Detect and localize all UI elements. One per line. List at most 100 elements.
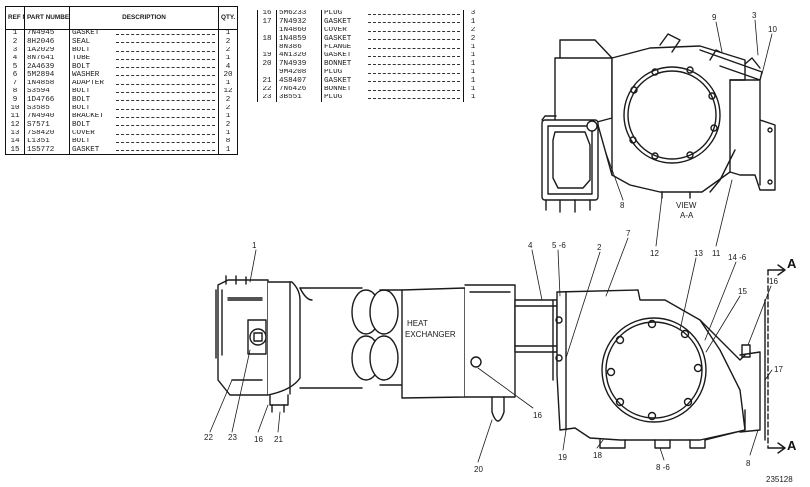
ref-no-cell: 19 [257,51,277,61]
description-cell: BRACKET [69,112,219,122]
part-number-cell: 2A4639 [24,63,70,72]
description-cell: GASKET [321,51,464,61]
part-number-cell: 7S8420 [24,129,70,138]
ref-no-cell [257,26,277,36]
quantity-cell: 1 [225,54,231,63]
callout-16-middle: 16 [533,411,542,420]
parts-list-left: REF NO. PART NUMBER DESCRIPTION QTY. 17N… [5,6,238,156]
view-sub-label: A-A [680,211,694,220]
ref-no-cell: 11 [5,112,25,122]
description-cell: PLUG [321,68,464,78]
part-number-cell: 8N386 [276,43,322,52]
section-mark-bottom: A [787,438,797,453]
part-number-cell: 4S8407 [276,77,322,86]
quantity-cell: 1 [225,129,231,137]
quantity-cell: 12 [223,88,233,96]
ref-no-cell [257,43,277,52]
callout-1: 1 [252,241,257,250]
left-header [267,281,301,413]
header-part-number: PART NUMBER [24,6,70,30]
quantity-cell: 1 [470,18,476,26]
quantity-cell: 2 [225,46,231,54]
callout-16-left: 16 [254,435,263,444]
view-a-a-housing [541,33,776,213]
description-cell: BOLT [69,96,219,105]
part-number-cell: 8N7641 [24,54,70,64]
part-number-cell: 7N6426 [276,85,322,94]
part-number-cell: S3585 [24,104,70,113]
ref-no-cell: 21 [257,77,277,86]
description-cell: GASKET [321,35,464,44]
quantity-cell: 2 [470,35,476,43]
description-cell: BOLT [69,88,219,97]
callout-23: 23 [228,433,237,442]
ref-no-cell: 1 [5,29,25,39]
ref-no-cell: 15 [5,146,25,155]
callout-4: 4 [528,241,533,250]
callout-11: 11 [712,249,721,258]
callout-16-right: 16 [769,277,778,286]
ref-no-cell: 23 [257,93,277,103]
description-cell: BOLT [69,137,219,147]
description-cell: BONNET [321,60,464,69]
description-cell: BOLT [69,63,219,72]
callout-22: 22 [204,433,213,442]
ref-no-cell: 4 [5,54,25,64]
callout-19: 19 [558,453,567,462]
ref-no-cell: 7 [5,79,25,89]
part-number-cell: 1A2029 [24,46,70,55]
part-number-cell: 7N4939 [276,60,322,69]
description-cell: TUBE [69,54,219,64]
section-mark-top: A [787,256,797,271]
ref-no-cell: 20 [257,60,277,69]
callout-7: 7 [626,229,631,238]
leader-lines [209,19,773,463]
main-assembly-labels: HEAT EXCHANGER A A 1 4 5 -6 2 7 13 14 -6… [204,229,797,484]
callout-12: 12 [650,249,659,258]
part-number-cell: 7N4932 [276,18,322,27]
callout-5-6: 5 -6 [552,241,566,250]
part-number-cell: L1351 [24,137,70,147]
ref-no-cell: 10 [5,104,25,113]
description-cell: WASHER [69,71,219,80]
callout-10: 10 [768,25,777,34]
quantity-cell: 1 [470,68,476,77]
heat-exchanger-label-1: HEAT [407,319,428,328]
part-number-cell: 3B551 [276,93,322,103]
quantity-cell: 8 [225,137,231,146]
left-bonnet [215,275,269,396]
part-number-cell: 1N4858 [24,79,70,89]
part-number-cell: S7571 [24,121,70,130]
quantity-cell: 1 [470,85,476,93]
part-number-cell: S3594 [24,88,70,97]
callout-17: 17 [774,365,783,374]
quantity-cell: 1 [470,43,476,51]
description-cell: COVER [69,129,219,138]
ref-no-cell: 14 [5,137,25,147]
ref-no-cell: 16 [257,10,277,19]
callout-14-6: 14 -6 [728,253,747,262]
quantity-cell: 2 [225,121,231,129]
callout-3: 3 [752,11,757,20]
quantity-cell: 3 [470,10,476,18]
callout-20: 20 [474,465,483,474]
right-housing [552,289,766,449]
description-cell: PLUG [321,10,464,19]
